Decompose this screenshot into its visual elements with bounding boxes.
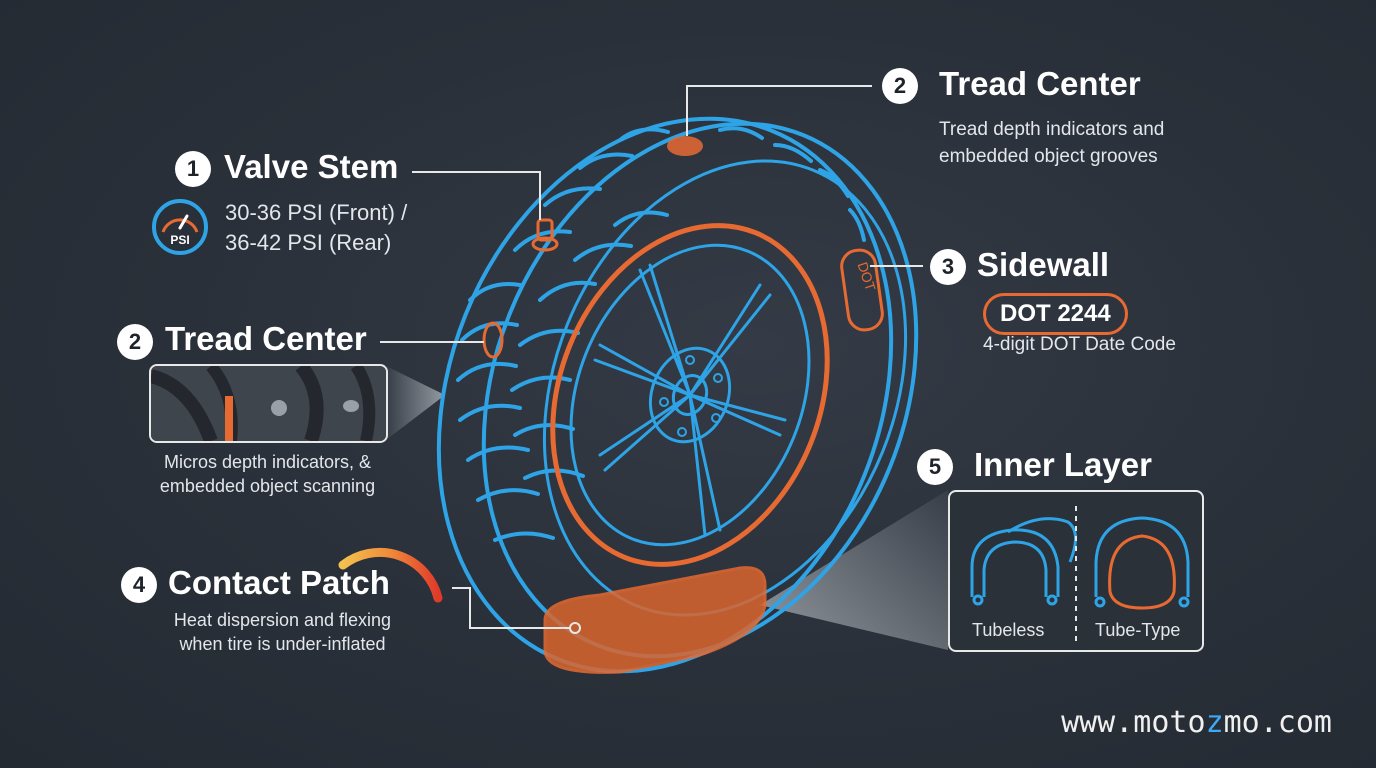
- valve-stem-marker: [531, 218, 559, 252]
- tread-center-top-number-badge: 2: [882, 68, 918, 104]
- tread-center-left-number-badge: 2: [117, 324, 153, 360]
- valve-stem-pressure-rear: 36-42 PSI (Rear): [225, 230, 392, 255]
- sidewall-dot-caption: 4-digit DOT Date Code: [983, 334, 1176, 355]
- psi-gauge-icon: PSI: [151, 198, 209, 256]
- valve-stem-title: Valve Stem: [224, 148, 399, 185]
- tube-type-cross-section-icon: [1094, 516, 1190, 610]
- url-suffix: mo.com: [1223, 705, 1332, 740]
- contact-patch-description-2: when tire is under-inflated: [179, 634, 386, 654]
- inset-beam-left: [386, 366, 445, 440]
- inner-layer-title: Inner Layer: [974, 446, 1152, 483]
- wheel-spokes: [593, 263, 787, 537]
- contact-patch-shape: [543, 566, 767, 674]
- sidewall-number-badge: 3: [930, 249, 966, 285]
- website-url[interactable]: www.motozmo.com: [1061, 705, 1332, 740]
- tread-center-top-description-2: embedded object grooves: [939, 146, 1158, 167]
- inner-layer-number-badge: 5: [917, 449, 953, 485]
- heat-gauge-arc: [338, 547, 443, 603]
- url-prefix: www.moto: [1061, 705, 1206, 740]
- tread-center-left-description-2: embedded object scanning: [159, 476, 376, 496]
- tread-closeup-inset: [149, 364, 388, 443]
- sidewall-dot-marker: [840, 248, 884, 332]
- tread-center-top-title: Tread Center: [939, 65, 1141, 102]
- url-accent: z: [1205, 705, 1224, 740]
- tread-marker-top: [667, 136, 703, 156]
- rim-inner-ring: [569, 243, 811, 547]
- dot-code-badge: DOT 2244: [983, 293, 1128, 335]
- inset-beam-right: [760, 490, 948, 650]
- tread-center-top-description-1: Tread depth indicators and: [939, 119, 1165, 140]
- contact-patch-number-badge: 4: [121, 567, 157, 603]
- tubeless-label: Tubeless: [972, 620, 1045, 640]
- rim-ring: [550, 223, 830, 567]
- tread-center-left-title: Tread Center: [165, 320, 367, 357]
- psi-gauge-label: PSI: [170, 233, 189, 247]
- valve-stem-pressure-front: 30-36 PSI (Front) /: [225, 200, 408, 225]
- inner-layer-comparison-panel: Tubeless Tube-Type: [948, 490, 1204, 652]
- tread-center-left-description-1: Micros depth indicators, &: [163, 452, 372, 472]
- tubeless-cross-section-icon: [970, 517, 1077, 606]
- sidewall-title: Sidewall: [977, 246, 1110, 283]
- contact-patch-description-1: Heat dispersion and flexing: [173, 610, 392, 630]
- tread-marker-left: [482, 321, 504, 359]
- leader-lines: [380, 85, 923, 629]
- tube-type-label: Tube-Type: [1095, 620, 1181, 640]
- contact-patch-leader-end: [569, 622, 581, 634]
- hub-bolts: [659, 355, 723, 437]
- contact-patch-title: Contact Patch: [168, 564, 390, 601]
- tire-body: [436, 116, 919, 674]
- valve-stem-number-badge: 1: [175, 151, 211, 187]
